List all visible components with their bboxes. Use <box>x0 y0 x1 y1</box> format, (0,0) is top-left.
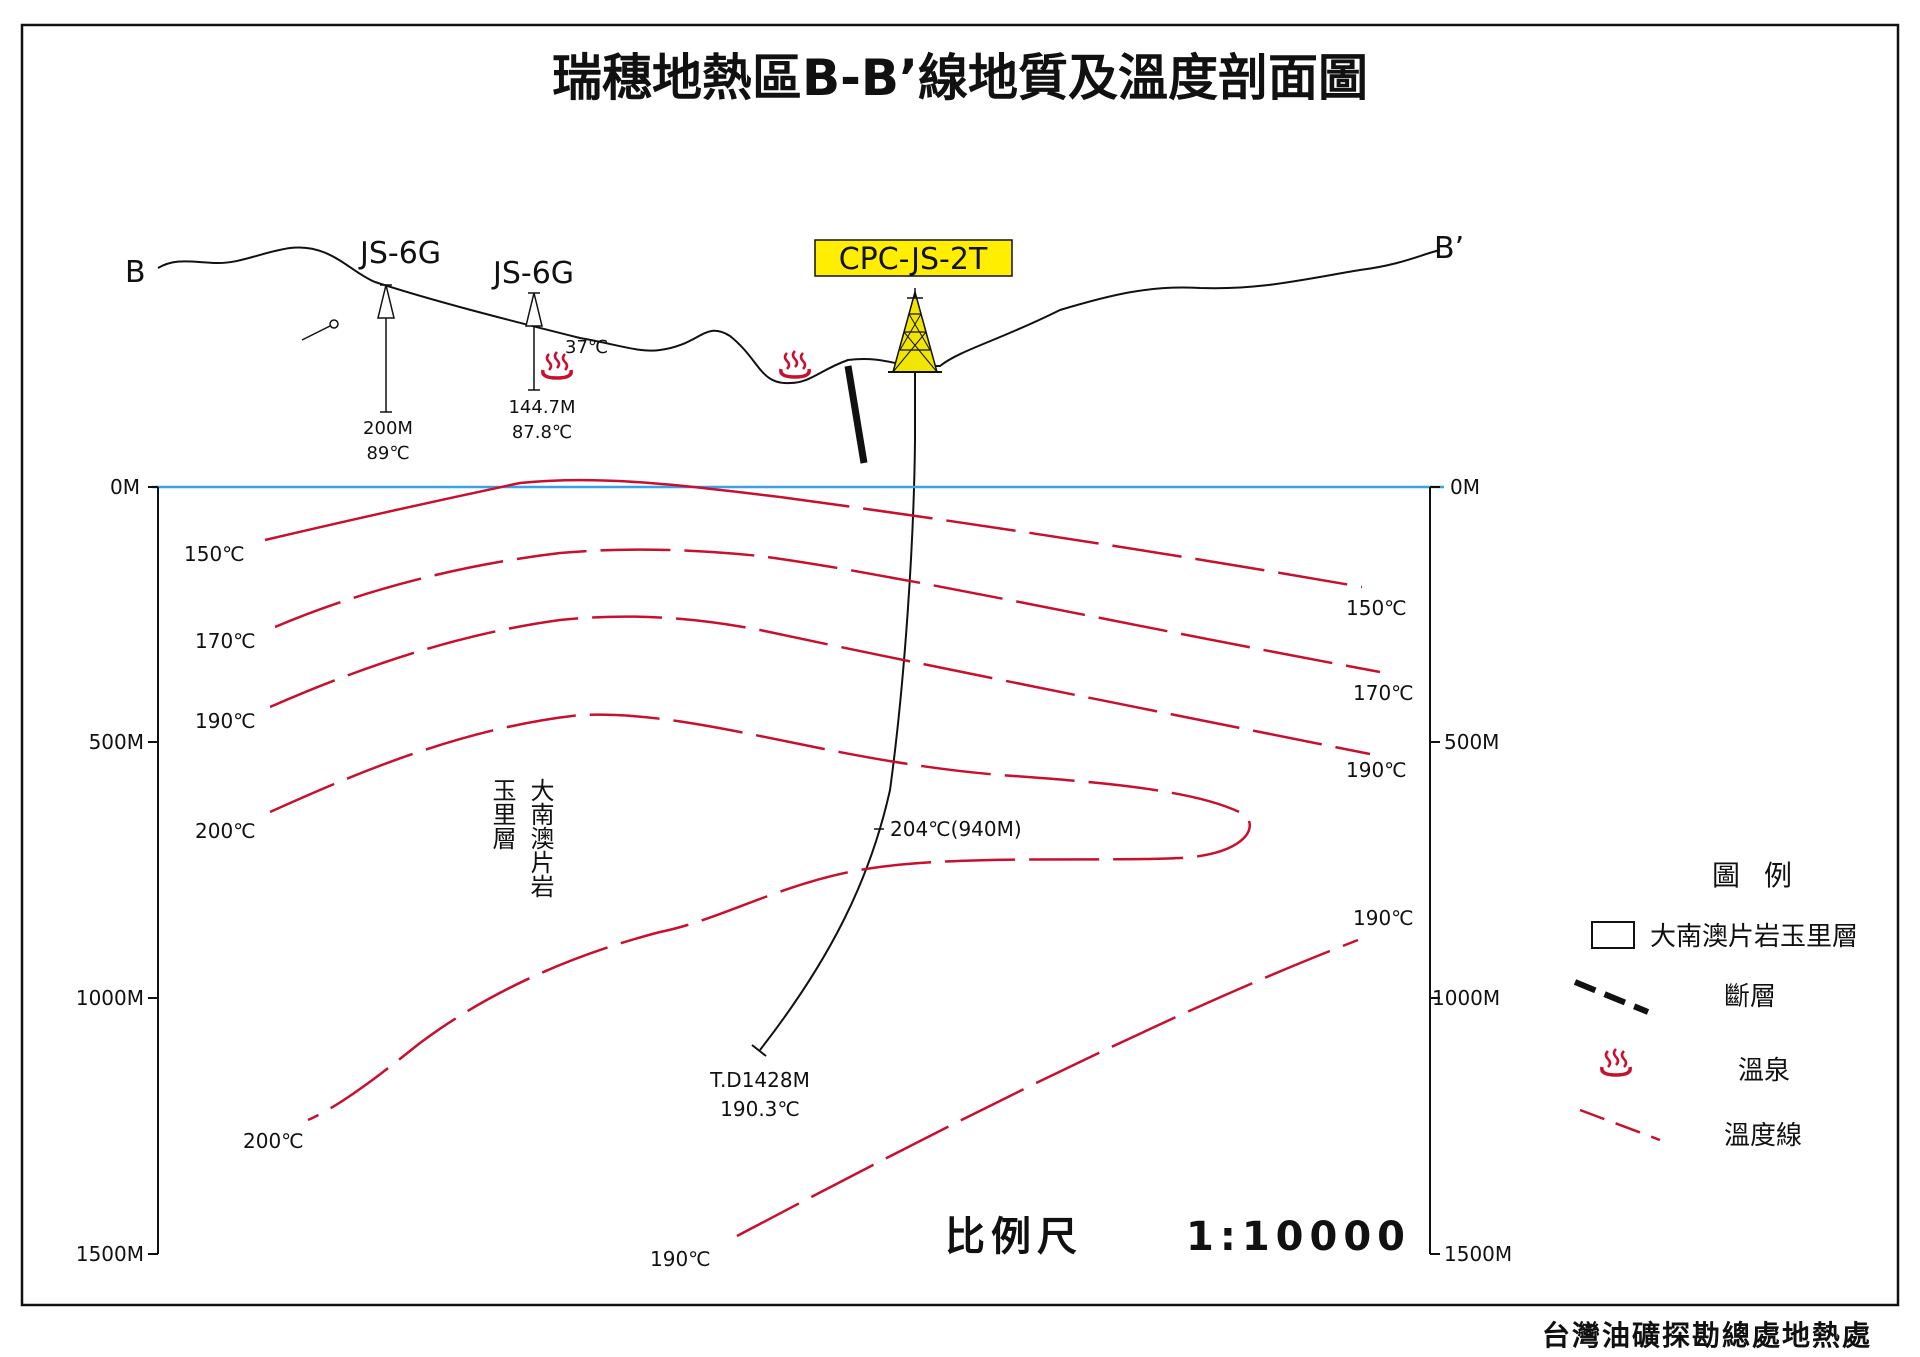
well-3-name: CPC-JS-2T <box>839 242 988 277</box>
diagram-title: 瑞穗地熱區B-B’線地質及溫度剖面圖 <box>552 49 1368 107</box>
legend-isotherm-swatch <box>1579 1108 1661 1142</box>
isotherm-200 <box>269 713 1251 1122</box>
axis-right-500: 500M <box>1444 730 1499 754</box>
well-label-box <box>814 239 1013 277</box>
isotherm-150-dashed <box>779 495 1363 589</box>
axis-left-0: 0M <box>110 475 140 499</box>
left-depth-axis: 0M 500M 1000M 1500M <box>76 475 159 1266</box>
well-td-temp: 190.3℃ <box>720 1097 800 1121</box>
isotherm-190-lower <box>736 938 1359 1238</box>
legend-spring-icon <box>1600 1047 1632 1077</box>
isotherm-label-right-190: 190℃ <box>1346 758 1407 782</box>
isotherm-label-left-200: 200℃ <box>195 819 256 843</box>
dip-symbol-marker <box>329 319 339 329</box>
legend-item-spring: 溫泉 <box>1738 1056 1790 1086</box>
spring-temp: 37℃ <box>565 337 608 358</box>
axis-left-1500: 1500M <box>76 1242 144 1266</box>
well-trajectory <box>759 372 916 1051</box>
footer-organization: 台灣油礦探勘總處地熱處 <box>1542 1319 1872 1352</box>
scale-label: 比例尺 <box>945 1214 1083 1260</box>
legend-item-formation: 大南澳片岩玉里層 <box>1650 922 1858 952</box>
axis-right-1500: 1500M <box>1444 1242 1512 1266</box>
well-2-temp: 87.8℃ <box>512 422 572 443</box>
dip-symbol-line <box>301 325 331 341</box>
section-end-left: B <box>125 255 146 290</box>
well-td-tick <box>751 1044 767 1057</box>
outer-frame <box>20 23 1900 1307</box>
isotherm-label-right-170: 170℃ <box>1353 681 1414 705</box>
isotherm-label-left-190: 190℃ <box>195 709 256 733</box>
drilling-rig-icon <box>888 288 942 373</box>
isotherm-label-right-190b: 190℃ <box>1353 906 1414 930</box>
isotherm-190-upper <box>269 615 1371 756</box>
legend-item-fault: 斷層 <box>1724 982 1776 1012</box>
legend-formation-swatch <box>1591 921 1635 949</box>
well-2-depth: 144.7M <box>508 397 575 418</box>
legend-title: 圖例 <box>1712 859 1816 892</box>
axis-left-500: 500M <box>89 730 144 754</box>
isotherm-label-lower-190: 190℃ <box>650 1247 711 1271</box>
fault-line <box>844 365 868 464</box>
formation-label-1: 大南澳片岩 <box>526 778 554 898</box>
isotherm-label-left-170: 170℃ <box>195 629 256 653</box>
well-td-depth: T.D1428M <box>709 1068 810 1092</box>
formation-label-2: 玉里層 <box>488 778 516 850</box>
axis-right-0: 0M <box>1450 475 1480 499</box>
legend-fault-swatch <box>1573 979 1650 1015</box>
well-1-depth: 200M <box>363 418 413 439</box>
isotherm-label-left-150: 150℃ <box>184 542 245 566</box>
ground-surface-profile <box>157 246 1441 385</box>
well-reading-label: 204℃(940M) <box>890 817 1022 841</box>
hot-spring-icon <box>779 349 811 379</box>
section-end-right: B’ <box>1434 231 1464 266</box>
well-js6g-1: JS-6G 200M 89℃ <box>358 236 441 464</box>
isotherm-label-lower-200: 200℃ <box>243 1129 304 1153</box>
legend: 圖例 大南澳片岩玉里層 斷層 溫泉 溫度線 <box>1573 859 1858 1151</box>
scale-value: 1:10000 <box>1186 1214 1411 1260</box>
well-1-name: JS-6G <box>358 236 441 271</box>
axis-right-1000: 1000M <box>1432 986 1500 1010</box>
well-2-name: JS-6G <box>491 256 574 291</box>
well-1-temp: 89℃ <box>366 443 409 464</box>
isotherm-150-solid <box>264 478 781 542</box>
legend-item-isotherm: 溫度線 <box>1724 1121 1802 1151</box>
right-depth-axis: 0M 500M 1000M 1500M <box>1429 475 1512 1266</box>
well-js6g-2: JS-6G 144.7M 87.8℃ <box>491 256 576 443</box>
isotherm-label-right-150: 150℃ <box>1346 596 1407 620</box>
isotherm-170 <box>274 548 1381 674</box>
axis-left-1000: 1000M <box>76 986 144 1010</box>
